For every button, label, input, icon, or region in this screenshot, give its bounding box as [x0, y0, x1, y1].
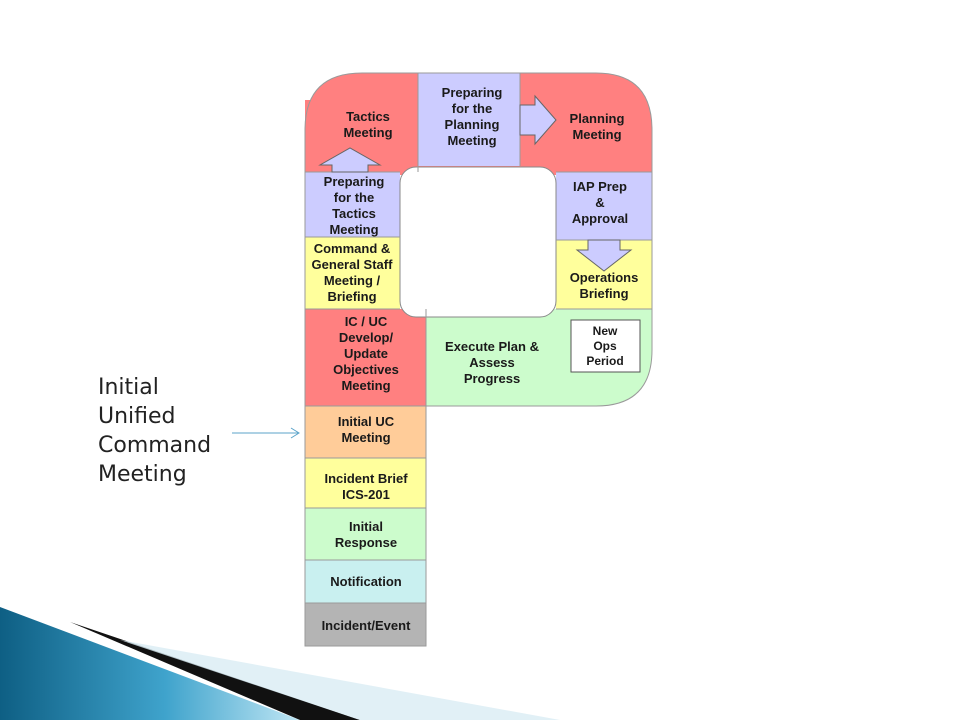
- label-line: Meeting: [341, 430, 390, 445]
- label-line: General Staff: [312, 257, 394, 272]
- label-line: Approval: [572, 211, 628, 226]
- label-line: Meeting: [447, 133, 496, 148]
- label-line: Planning: [445, 117, 500, 132]
- label-line: for the: [334, 190, 374, 205]
- initial-uc-meeting-box: [305, 406, 426, 458]
- label-line: Initial UC: [338, 414, 395, 429]
- label-line: Notification: [330, 574, 402, 589]
- command-general-staff-box: [305, 237, 400, 309]
- label-line: Meeting: [329, 222, 378, 237]
- label-line: IAP Prep: [573, 179, 627, 194]
- label-line: Briefing: [579, 286, 628, 301]
- label-line: Initial: [98, 375, 159, 400]
- label-line: Ops: [593, 339, 617, 353]
- label-line: Meeting: [572, 127, 621, 142]
- preparing-tactics-box: [305, 172, 400, 237]
- label-line: Objectives: [333, 362, 399, 377]
- label-line: Planning: [570, 111, 625, 126]
- notification-label: Notification: [330, 574, 402, 589]
- label-line: Meeting: [98, 462, 187, 487]
- up-arrow-icon: [318, 147, 382, 173]
- label-line: Meeting: [343, 125, 392, 140]
- label-line: Assess: [469, 355, 515, 370]
- incident-event-box: [305, 603, 426, 646]
- label-line: Period: [586, 354, 623, 368]
- notification-box: [305, 560, 426, 603]
- label-line: Execute Plan &: [445, 339, 539, 354]
- label-line: Unified: [98, 404, 176, 429]
- label-line: Meeting /: [324, 273, 381, 288]
- label-line: Tactics: [332, 206, 376, 221]
- label-line: Command: [98, 433, 211, 458]
- incident-event-label: Incident/Event: [322, 618, 412, 633]
- label-line: Develop/: [339, 330, 394, 345]
- label-line: ICS-201: [342, 487, 390, 502]
- label-line: Briefing: [327, 289, 376, 304]
- label-line: Command &: [314, 241, 391, 256]
- label-line: Operations: [570, 270, 639, 285]
- label-line: Response: [335, 535, 397, 550]
- label-line: Progress: [464, 371, 520, 386]
- down-arrow-icon: [575, 239, 633, 272]
- label-line: Meeting: [341, 378, 390, 393]
- preparing-planning-box: [418, 73, 520, 166]
- label-line: for the: [452, 101, 492, 116]
- new-ops-period-box: [570, 319, 641, 373]
- label-line: Preparing: [324, 174, 385, 189]
- pointer-arrow-icon: [232, 427, 300, 439]
- planning-p-diagram: [304, 72, 653, 647]
- label-line: Incident/Event: [322, 618, 412, 633]
- iap-prep-label: IAP Prep&Approval: [572, 179, 628, 226]
- label-line: Update: [344, 346, 388, 361]
- label-line: Initial: [349, 519, 383, 534]
- label-line: Tactics: [346, 109, 390, 124]
- label-line: Preparing: [442, 85, 503, 100]
- label-line: IC / UC: [345, 314, 388, 329]
- incident-brief-box: [305, 458, 426, 508]
- initial-response-box: [305, 508, 426, 560]
- right-arrow-icon: [519, 94, 557, 146]
- label-line: Incident Brief: [324, 471, 408, 486]
- loop-center: [399, 166, 557, 318]
- label-line: &: [595, 195, 604, 210]
- ic-uc-objectives-box: [305, 309, 426, 406]
- tactics-box-corner: [305, 73, 418, 130]
- label-line: New: [593, 324, 618, 338]
- iap-prep-box: [556, 172, 652, 240]
- decorative-corner-accent: [0, 607, 560, 720]
